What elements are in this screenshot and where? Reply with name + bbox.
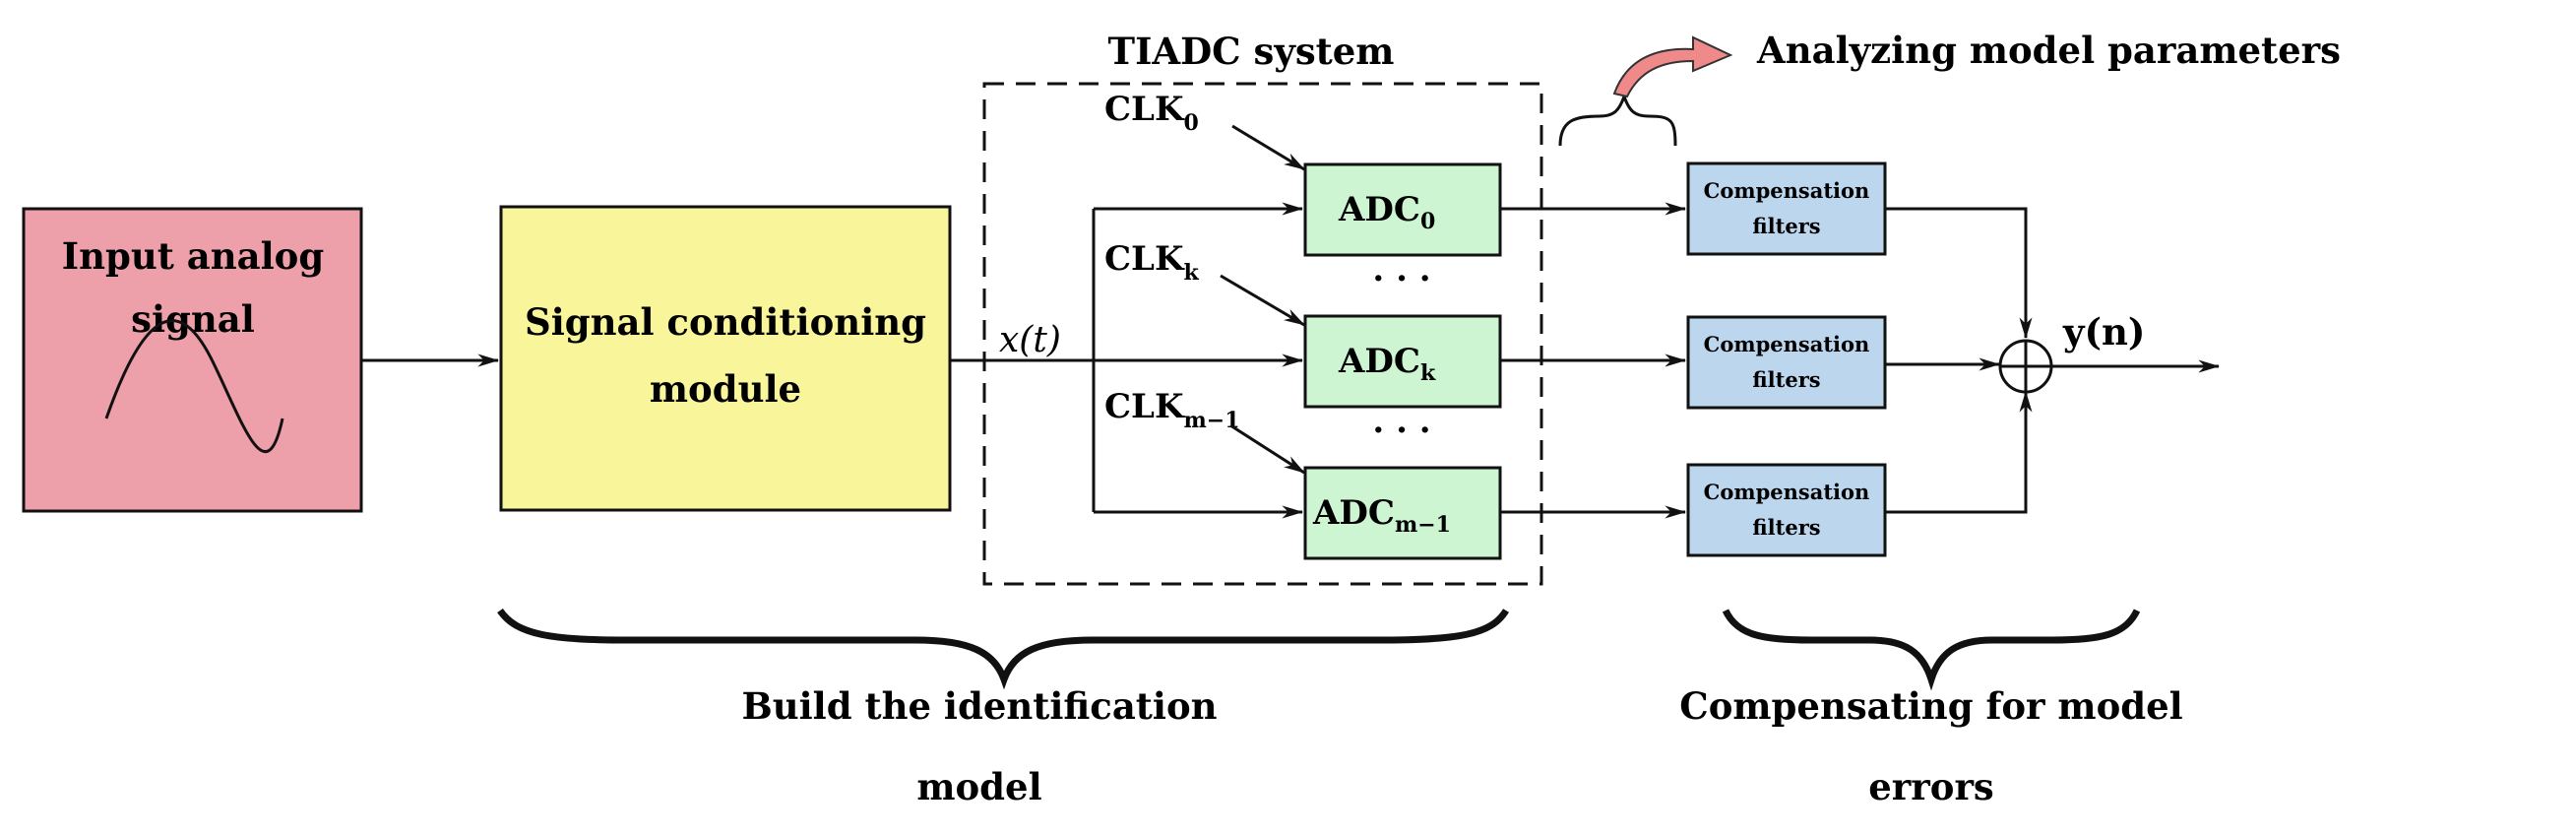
compensation-filter-m1 — [1686, 463, 1887, 557]
clk-k-arrow — [1220, 274, 1305, 327]
compensating-label-line2: errors — [1868, 765, 1994, 808]
compensation-filter-k — [1686, 315, 1887, 410]
input-signal-label-line1: Input analog — [62, 234, 324, 278]
yn-label: y(n) — [2062, 310, 2145, 354]
xt-label: x(t) — [999, 320, 1061, 360]
sine-wave-icon — [104, 319, 284, 454]
conditioning-label-line2: module — [650, 367, 801, 411]
adc-0-label: ADC0 — [1338, 190, 1435, 234]
build-brace — [497, 608, 1509, 690]
analyzing-label: Analyzing model parameters — [1756, 29, 2341, 72]
compensation-filter-0 — [1686, 161, 1887, 256]
curved-arrow-icon — [1612, 35, 1733, 98]
clk-m1-arrow — [1229, 423, 1305, 475]
filter-k-line1: Compensation — [1704, 332, 1870, 356]
arrow-filter0-to-sum — [1885, 207, 2033, 340]
adc-k-label: ADCk — [1338, 342, 1436, 386]
clk-k-label: CLKk — [1104, 239, 1200, 286]
tiadc-system-title: TIADC system — [1108, 30, 1395, 73]
filter-0-line2: filters — [1752, 214, 1820, 238]
adc-0-block — [1303, 162, 1502, 257]
compensating-label-line1: Compensating for model — [1679, 684, 2182, 728]
filter-0-line1: Compensation — [1704, 178, 1870, 203]
ellipsis-upper: · · · — [1372, 259, 1430, 298]
top-brace — [1558, 92, 1677, 147]
input-signal-block — [22, 207, 363, 513]
adc-k-block — [1303, 314, 1502, 409]
adc-m1-block — [1303, 466, 1502, 560]
ellipsis-lower: · · · — [1372, 411, 1430, 450]
adc-m1-label: ADCm−1 — [1312, 493, 1451, 538]
clk-0-arrow — [1231, 124, 1305, 171]
build-label-line2: model — [916, 765, 1041, 808]
build-label-line1: Build the identification — [741, 684, 1217, 728]
conditioning-label-line1: Signal conditioning — [525, 300, 926, 344]
filter-m1-line2: filters — [1752, 515, 1820, 540]
compensating-brace — [1722, 609, 2141, 691]
clk-0-label: CLK0 — [1104, 90, 1199, 136]
input-signal-label-line2: signal — [131, 297, 255, 341]
clk-m1-label: CLKm−1 — [1104, 387, 1240, 433]
arrow-filterm1-to-sum — [1885, 390, 2033, 514]
filter-m1-line1: Compensation — [1704, 480, 1870, 504]
tiadc-system-frame — [982, 82, 1543, 586]
signal-conditioning-block — [499, 205, 952, 512]
filter-k-line2: filters — [1752, 367, 1820, 392]
